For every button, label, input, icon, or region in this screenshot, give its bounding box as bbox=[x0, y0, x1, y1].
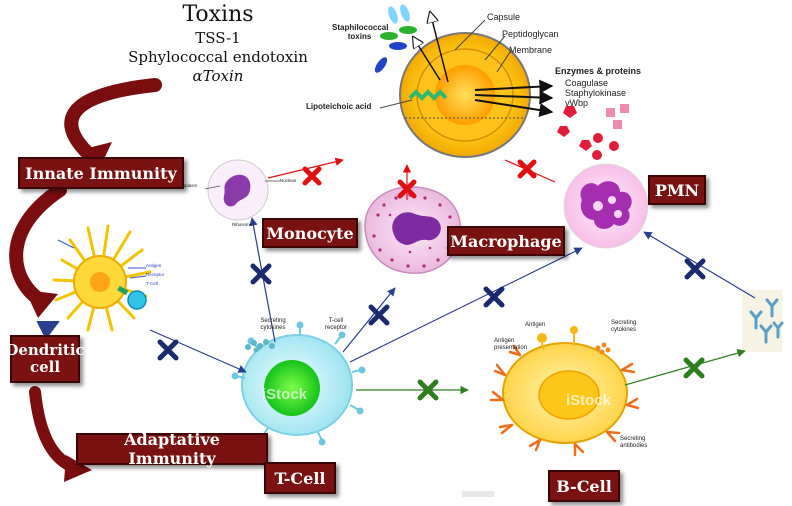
x-mark-macrophage-red bbox=[397, 179, 417, 199]
lipoteichoic-label: Lipoteichoic acid bbox=[306, 102, 372, 111]
label-pmn: PMN bbox=[648, 175, 706, 205]
x-mark-tcell-pmn bbox=[483, 286, 505, 308]
x-mark-tcell-macrophage bbox=[368, 304, 390, 326]
toxins-title: Toxins bbox=[182, 2, 254, 27]
antibody-cluster bbox=[742, 290, 784, 352]
monocyte-cell bbox=[204, 159, 280, 221]
dendritic-cell bbox=[36, 224, 152, 340]
dendritic-tcell-label: T-Cell bbox=[146, 281, 158, 286]
toxin-particles bbox=[374, 4, 417, 73]
image-id-strip bbox=[462, 491, 494, 497]
block-marks bbox=[157, 159, 706, 401]
label-dendritic-cell: Dendritic cell bbox=[5, 335, 85, 383]
monocyte-cytoplasm-label: Cytoplasm bbox=[176, 183, 198, 188]
toxin-item-tss1: TSS-1 bbox=[195, 29, 241, 47]
tcell-receptor-label: T-cell receptor bbox=[324, 318, 347, 331]
label-adaptative-immunity: Adaptative Immunity bbox=[76, 430, 268, 468]
label-b-cell: B-Cell bbox=[548, 470, 620, 502]
enzyme-coagulase: Coagulase bbox=[565, 78, 609, 88]
x-mark-tcell-monocyte bbox=[250, 263, 272, 285]
bcell-antigen-presentation-label: Antigen presentation bbox=[494, 338, 528, 351]
staph-toxins-label: Staphilococcal toxins bbox=[332, 23, 389, 41]
enzyme-vwbp: vWbp bbox=[565, 98, 589, 108]
dendritic-antigen-label: Antigen bbox=[146, 263, 162, 268]
b-cell bbox=[489, 326, 640, 457]
enzyme-staphylokinase: Staphylokinase bbox=[565, 88, 627, 98]
curved-arrow-innate-to-dendritic bbox=[9, 183, 67, 318]
label-monocyte: Monocyte bbox=[262, 218, 358, 248]
label-innate-immunity: Innate Immunity bbox=[18, 157, 184, 189]
x-mark-bcell-antibody bbox=[683, 357, 705, 379]
x-mark-antibody-pmn bbox=[684, 258, 706, 280]
tcell-secreting-cytokines-label: Secreting cytokines bbox=[260, 318, 286, 331]
x-mark-monocyte-red bbox=[302, 166, 322, 186]
watermark-tcell: iStock bbox=[262, 386, 308, 403]
enzyme-particles bbox=[557, 104, 629, 160]
label-macrophage: Macrophage bbox=[447, 226, 565, 256]
label-t-cell: T-Cell bbox=[264, 462, 336, 494]
pmn-cell bbox=[563, 163, 649, 249]
bcell-secreting-cytokines-label: Secreting cytokines bbox=[611, 320, 637, 333]
peptidoglycan-label: Peptidoglycan bbox=[502, 29, 559, 39]
membrane-label: Membrane bbox=[509, 45, 553, 55]
capsule-label: Capsule bbox=[487, 12, 521, 22]
x-mark-pmn-red bbox=[517, 159, 537, 179]
watermark-bcell: iStock bbox=[566, 392, 612, 409]
x-mark-dendritic-tcell bbox=[157, 339, 179, 361]
dendritic-receptor-label: Receptor bbox=[146, 272, 165, 277]
toxin-item-alpha: αToxin bbox=[192, 67, 244, 85]
curved-arrow-dendritic-to-adaptative bbox=[29, 386, 92, 482]
monocyte-nucleus-label: Nucleus bbox=[280, 178, 297, 183]
monocyte-ribosome-label: Ribosome bbox=[232, 222, 253, 227]
toxin-item-endotoxin: Sphylococcal endotoxin bbox=[128, 48, 308, 66]
enzymes-title: Enzymes & proteins bbox=[555, 66, 642, 76]
bcell-antigen-label: Antigen bbox=[525, 322, 546, 328]
t-cell bbox=[231, 321, 366, 446]
bcell-secreting-antibodies-label: Secreting antibodies bbox=[620, 436, 648, 449]
x-mark-tcell-bcell bbox=[417, 379, 439, 401]
staph-bacterium bbox=[379, 12, 554, 158]
